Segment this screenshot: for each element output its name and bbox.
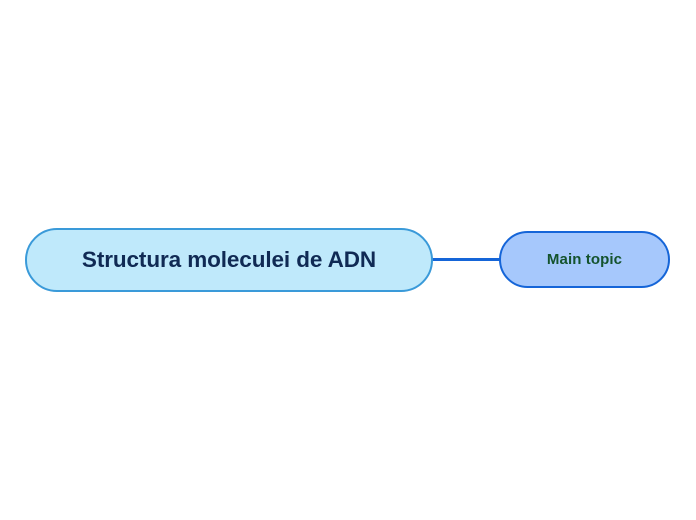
mindmap-node-root-label: Structura moleculei de ADN	[81, 246, 377, 272]
mindmap-node-root[interactable]: Structura moleculei de ADN	[25, 228, 433, 292]
mindmap-node-main-topic-label: Main topic	[546, 251, 623, 268]
mindmap-node-main-topic[interactable]: Main topic	[499, 231, 670, 288]
edge-root-to-main-topic	[430, 258, 502, 261]
